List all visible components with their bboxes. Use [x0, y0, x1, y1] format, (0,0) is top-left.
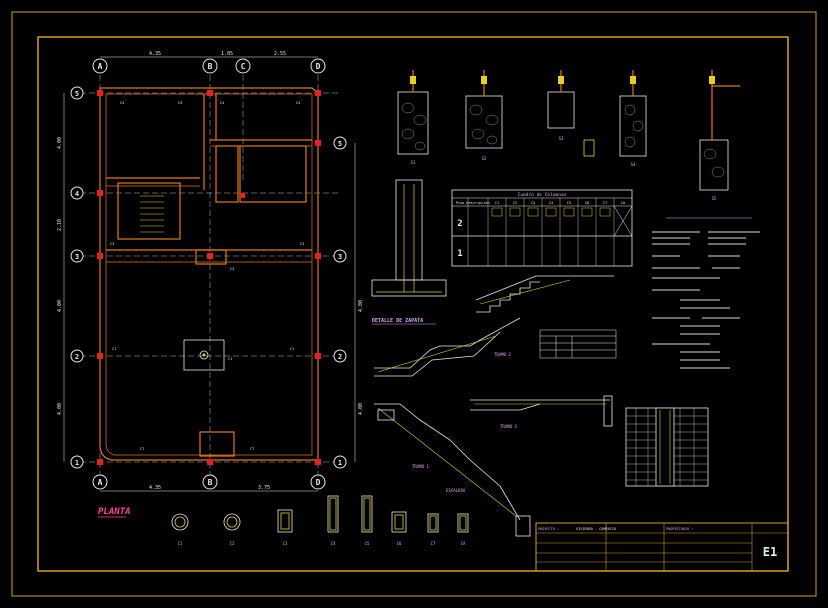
- grid-letter-a-top: A: [98, 62, 103, 71]
- escalera-label: ESCALERA: [446, 488, 466, 493]
- svg-text:C4: C4: [296, 101, 300, 105]
- col-header-c3: C3: [531, 201, 535, 205]
- svg-text:C1: C1: [112, 347, 116, 351]
- svg-text:C4: C4: [120, 101, 124, 105]
- sheet-inner-border: [37, 36, 789, 572]
- grid-number-3-left: 3: [75, 253, 79, 261]
- col-header-c6: C6: [585, 201, 589, 205]
- grid-number-4-left: 4: [75, 190, 79, 198]
- specifications-block: [652, 217, 760, 369]
- grid-number-3-right: 3: [338, 253, 342, 261]
- svg-text:C2: C2: [230, 541, 235, 546]
- dim-right-2: 4.00: [358, 403, 364, 415]
- sheet-outer-border: [11, 11, 817, 597]
- title-block: PROYECTO : VIVIENDA - COMERCIO PROPIETAR…: [535, 522, 789, 572]
- grid-number-5-left: 5: [75, 90, 79, 98]
- svg-text:C7: C7: [140, 447, 144, 451]
- dim-left-1: 4.00: [57, 137, 63, 149]
- tramo-1-label: TRAMO 1: [412, 464, 429, 469]
- columns-table: Cuadro de Columnas Piso Descripción C1 C…: [451, 189, 633, 267]
- svg-text:S3: S3: [559, 136, 564, 141]
- zapata-title: DETALLE DE ZAPATA: [372, 318, 423, 324]
- svg-text:C5: C5: [365, 541, 370, 546]
- grid-number-1-left: 1: [75, 459, 79, 467]
- grid-number-5-right: 5: [338, 140, 342, 148]
- zapata-detail: DETALLE DE ZAPATA: [371, 179, 447, 325]
- grid-letter-a-bottom: A: [98, 478, 103, 487]
- grid-number-2-left: 2: [75, 353, 79, 361]
- grid-letter-b-bottom: B: [208, 478, 213, 487]
- dim-top-2: 1.05: [221, 51, 233, 57]
- svg-text:C6: C6: [397, 541, 402, 546]
- svg-text:C3: C3: [230, 267, 234, 271]
- dim-left-4: 4.00: [57, 403, 63, 415]
- grid-letter-b-top: B: [208, 62, 213, 71]
- col-header-c5: C5: [567, 201, 571, 205]
- svg-text:C7: C7: [431, 541, 436, 546]
- tramo-2-label: TRAMO 2: [494, 352, 511, 357]
- svg-text:S2: S2: [482, 156, 487, 161]
- piso-label-1: 1: [457, 249, 462, 259]
- dim-bottom-1: 4.35: [149, 485, 161, 491]
- svg-text:C1: C1: [228, 357, 232, 361]
- svg-text:S1: S1: [411, 160, 416, 165]
- dim-left-3: 4.00: [57, 300, 63, 312]
- col-header-c4: C4: [549, 201, 553, 205]
- svg-text:C4: C4: [331, 541, 336, 546]
- col-header-c2: C2: [513, 201, 517, 205]
- grid-letter-d-bottom: D: [316, 478, 321, 487]
- svg-text:C3: C3: [110, 242, 114, 246]
- stair-table: [539, 329, 617, 359]
- columns-table-title: Cuadro de Columnas: [518, 192, 567, 198]
- svg-text:C3: C3: [283, 541, 288, 546]
- col-header-c1: C1: [495, 201, 499, 205]
- proyecto-value: VIVIENDA - COMERCIO: [576, 527, 616, 531]
- tramo-3-label: TRAMO 3: [500, 424, 517, 429]
- grid-letter-c-top: C: [241, 62, 246, 71]
- svg-text:S4: S4: [631, 162, 636, 167]
- column-sections: [171, 495, 469, 533]
- col-header-desc: Descripción: [466, 201, 489, 205]
- col-header-ca: CA: [621, 201, 626, 205]
- col-header-c7: C7: [603, 201, 607, 205]
- sheet-id: E1: [763, 545, 777, 559]
- svg-text:C4: C4: [178, 101, 182, 105]
- dim-left-2: 2.10: [57, 219, 63, 231]
- floor-plan: A B C D A B D 5 4 3 2 1 5 3 2 1: [57, 51, 364, 518]
- svg-text:C1: C1: [178, 541, 183, 546]
- dim-bottom-2: 3.75: [258, 485, 270, 491]
- grid-number-2-right: 2: [338, 353, 342, 361]
- dim-right-1: 4.00: [358, 300, 364, 312]
- anchorage-detail: [625, 407, 709, 487]
- svg-text:C3: C3: [300, 242, 304, 246]
- dim-top-3: 2.55: [274, 51, 286, 57]
- propietario-label: PROPIETARIO :: [666, 527, 693, 531]
- col-header-piso: Piso: [456, 201, 464, 205]
- grid-number-1-right: 1: [338, 459, 342, 467]
- grid-letter-d-top: D: [316, 62, 321, 71]
- piso-label-2: 2: [457, 219, 462, 229]
- svg-text:CA: CA: [461, 541, 466, 546]
- plan-title: PLANTA: [98, 507, 131, 517]
- stair-details: TRAMO 1 TRAMO 2 TRAMO 3 ESCALERA: [374, 275, 614, 537]
- proyecto-label: PROYECTO :: [538, 527, 559, 531]
- dim-top-1: 4.35: [149, 51, 161, 57]
- svg-text:S5: S5: [712, 196, 717, 201]
- svg-text:C7: C7: [250, 447, 254, 451]
- svg-text:C1: C1: [290, 347, 294, 351]
- svg-text:C4: C4: [220, 101, 224, 105]
